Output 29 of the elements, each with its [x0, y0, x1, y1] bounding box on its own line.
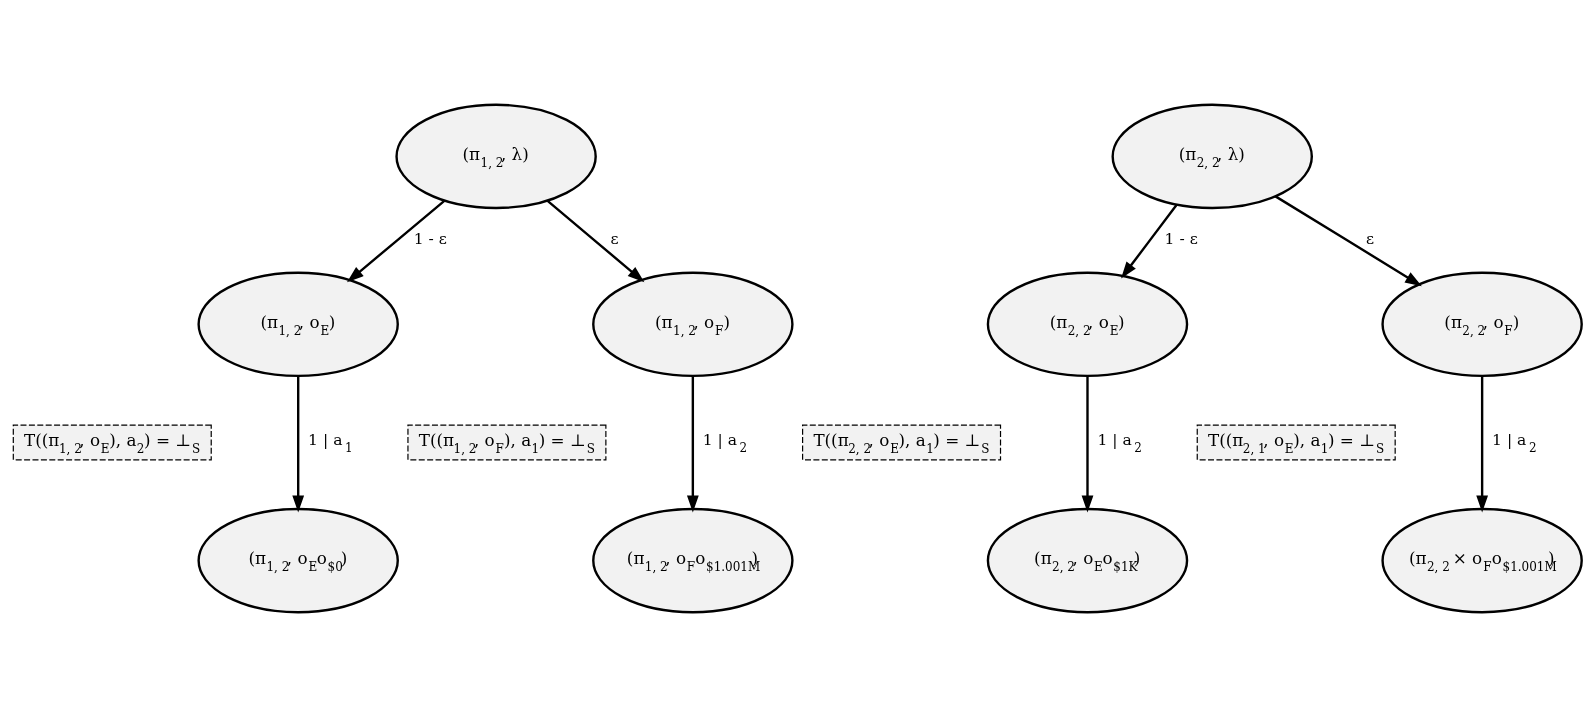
arrow	[1121, 203, 1178, 279]
arrow	[346, 199, 446, 282]
node-ellipse: (π$_{1, 2}$, o$_{F}$)	[592, 271, 794, 377]
node-ellipse: (π$_{1, 2}$, o$_{F}$o$_{$1.001M}$)	[592, 507, 794, 613]
node-ellipse: (π$_{1, 2}$, λ)	[395, 103, 597, 209]
edge-label: 1 | a$_{2}$	[1492, 430, 1537, 455]
arrow	[1476, 375, 1489, 512]
edge-label: 1 - ε	[413, 229, 447, 248]
node-ellipse: (π$_{2, 2}$, o$_{E}$)	[986, 271, 1189, 377]
arrow	[686, 375, 699, 512]
arrow	[546, 199, 645, 282]
node-box: T((π$_{1, 2}$, o$_{E}$), a$_{2}$) = ⊥$_{S}$	[12, 423, 212, 460]
edge-label: 1 - ε	[1164, 229, 1198, 248]
node-ellipse: (π$_{1, 2}$, o$_{E}$o$_{$0}$)	[197, 507, 399, 613]
node-box: T((π$_{1, 2}$, o$_{F}$), a$_{1}$) = ⊥$_{S}$	[407, 423, 607, 460]
arrow	[1274, 194, 1422, 286]
node-ellipse: (π$_{1, 2}$, o$_{E}$)	[197, 271, 399, 377]
edge-label: ε	[610, 229, 619, 248]
node-box: T((π$_{2, 2}$, o$_{E}$), a$_{1}$) = ⊥$_{S}$	[802, 423, 1002, 460]
edge-label: 1 | a$_{2}$	[1097, 430, 1142, 455]
arrow	[1081, 375, 1094, 512]
arrow	[292, 375, 305, 512]
node-box: T((π$_{2, 1}$, o$_{E}$), a$_{1}$) = ⊥$_{S}$	[1196, 423, 1396, 460]
node-ellipse: (π$_{2, 2}$, λ)	[1111, 103, 1313, 209]
node-ellipse: (π$_{2, 2}$ × o$_{F}$o$_{$1.001M}$)	[1381, 507, 1583, 613]
edge-label: 1 | a$_{1}$	[308, 430, 353, 455]
edge-label: ε	[1366, 229, 1375, 248]
node-ellipse: (π$_{2, 2}$, o$_{E}$o$_{$1K}$)	[986, 507, 1189, 613]
edge-label: 1 | a$_{2}$	[702, 430, 748, 455]
